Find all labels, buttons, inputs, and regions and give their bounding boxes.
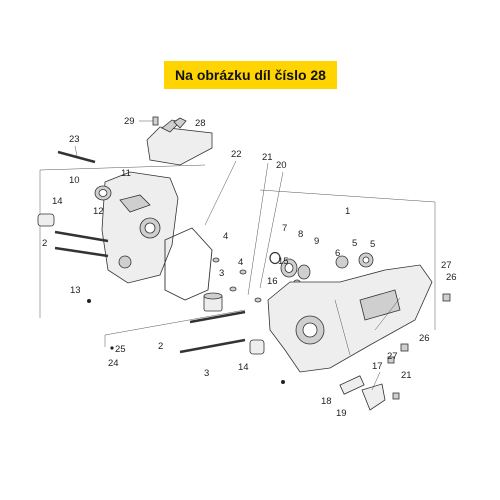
callout-9: 9 [314,236,319,247]
callout-6: 6 [335,248,340,259]
callout-26-upper: 26 [446,272,457,283]
screw-27 [442,293,451,302]
callout-19: 19 [336,408,347,419]
callout-16: 16 [267,276,278,287]
callout-5-lower: 5 [370,239,375,250]
stud-2-left [54,230,109,258]
leaders-21-20 [247,162,284,296]
callout-14: 14 [52,196,63,207]
callout-29: 29 [124,116,135,127]
callout-14-lower: 14 [238,362,249,373]
callout-25: 25 [115,344,126,355]
stud-23 [57,145,96,164]
callout-4-left: 4 [223,231,228,242]
circlip-7 [269,251,281,265]
callout-27-lower: 27 [387,351,398,362]
callout-20: 20 [276,160,287,171]
marker-dots [87,299,285,384]
callout-8: 8 [298,229,303,240]
callout-21-lower: 21 [401,370,412,381]
callout-22: 22 [231,149,242,160]
callout-labels: 29 28 23 22 21 20 11 10 14 12 2 13 7 8 9… [42,116,457,419]
screw-29 [139,116,159,126]
screw-26 [387,343,409,364]
part-number-banner: Na obrázku díl číslo 28 [164,61,337,89]
callout-13: 13 [70,285,81,296]
frame-lines [39,164,436,347]
oil-filter-housing [203,292,223,312]
plate-19-17 [361,371,386,411]
callout-28: 28 [195,118,206,129]
stud-2-right [179,310,246,354]
callout-3-lower: 3 [204,368,209,379]
oil-seal-10 [94,185,112,201]
callout-24: 24 [108,358,119,369]
callout-7: 7 [282,223,287,234]
bearing-5 [358,252,374,268]
callout-5-upper: 5 [352,238,357,249]
pin-18 [339,375,365,395]
bearing-6 [335,255,349,269]
callout-11: 11 [121,168,131,179]
gasket-22 [164,160,237,301]
seal-9 [297,264,311,280]
callout-3-upper: 3 [219,268,224,279]
bearing-14-left [37,213,55,227]
callout-18: 18 [321,396,332,407]
banner-title: Na obrázku díl číslo 28 [175,67,326,83]
callout-23: 23 [69,134,80,145]
callout-17: 17 [372,361,383,372]
callout-27-upper: 27 [441,260,452,271]
callout-12: 12 [93,206,104,217]
callout-4-right: 4 [238,257,243,268]
callout-2-lower: 2 [158,341,163,352]
callout-1: 1 [345,206,350,217]
left-crankcase-half [101,171,179,284]
callout-10: 10 [69,175,80,186]
bearing-8 [280,258,298,278]
crankcase-cover-28 [146,117,213,166]
bearing-14-right [249,339,265,355]
right-crankcase-half [267,264,433,373]
screw-21 [392,392,400,400]
callout-26-lower: 26 [419,333,430,344]
callout-15: 15 [278,256,289,267]
dowel-pins [212,257,262,303]
callout-21: 21 [262,152,273,163]
callout-2: 2 [42,238,47,249]
